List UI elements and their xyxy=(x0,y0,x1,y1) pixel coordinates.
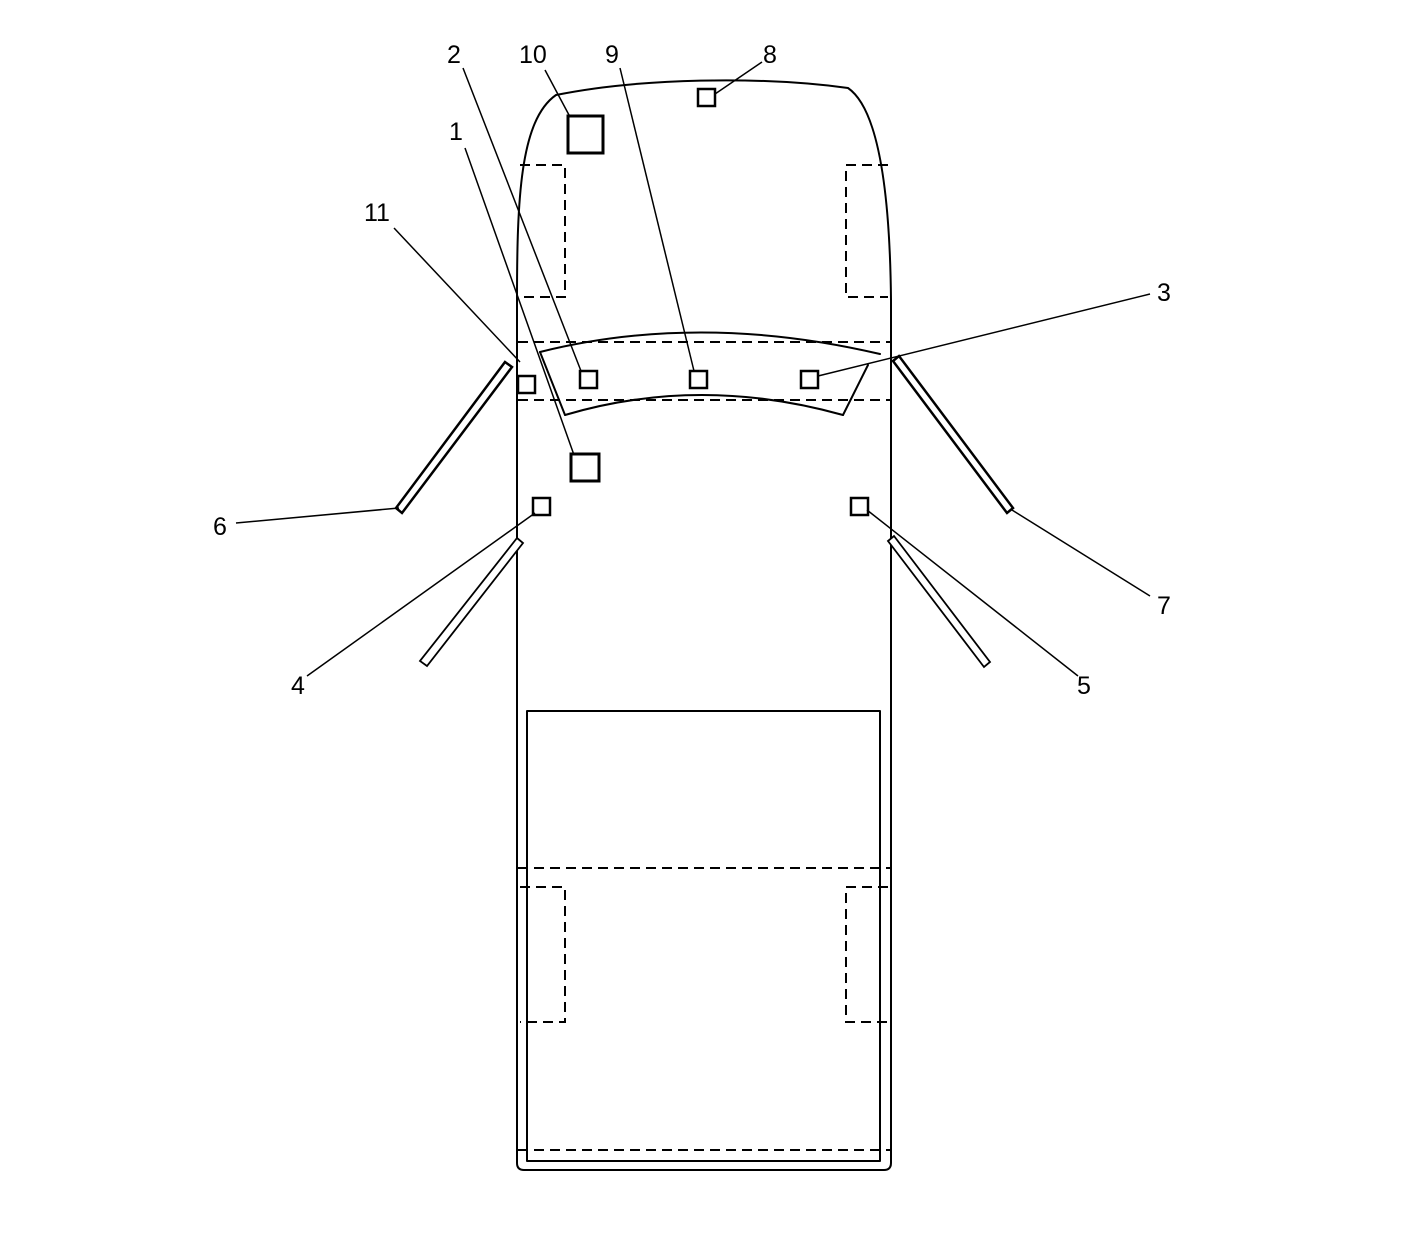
component-8 xyxy=(696,87,717,108)
front-left-door xyxy=(394,360,514,515)
callout-labels: 10 2 9 8 1 11 3 6 7 4 5 xyxy=(213,41,1171,700)
component-1 xyxy=(569,452,601,483)
callout-7: 7 xyxy=(1157,592,1171,620)
windshield-right-pillar xyxy=(842,364,869,416)
callout-6: 6 xyxy=(213,513,227,541)
cargo-bed xyxy=(526,710,881,1162)
vehicle-body xyxy=(516,79,892,1171)
leader-5 xyxy=(866,509,1079,677)
component-9 xyxy=(688,369,709,390)
component-11 xyxy=(516,374,537,395)
components xyxy=(516,87,870,517)
callout-10: 10 xyxy=(519,41,547,69)
leader-9 xyxy=(619,67,695,372)
front-left-wheel-well xyxy=(520,164,566,298)
rear-right-door xyxy=(886,534,992,669)
callout-9: 9 xyxy=(605,41,619,69)
callout-2: 2 xyxy=(447,41,461,69)
hood-and-body-outline xyxy=(516,79,892,1171)
callout-4: 4 xyxy=(291,672,305,700)
leader-lines xyxy=(235,61,1151,677)
leader-3 xyxy=(817,293,1151,377)
front-right-door xyxy=(891,354,1015,515)
leader-7 xyxy=(1011,509,1151,597)
doors xyxy=(394,354,1015,669)
leader-11 xyxy=(393,227,521,363)
callout-8: 8 xyxy=(763,41,777,69)
leader-4 xyxy=(306,512,536,677)
component-4 xyxy=(531,496,552,517)
callout-3: 3 xyxy=(1157,279,1171,307)
windshield-left-pillar xyxy=(539,351,566,416)
leader-6 xyxy=(235,507,400,524)
leader-8 xyxy=(714,61,763,95)
component-10 xyxy=(566,114,605,155)
callout-11: 11 xyxy=(364,199,390,227)
front-right-wheel-well xyxy=(845,164,888,298)
rear-left-wheel-well xyxy=(520,886,566,1023)
leader-1 xyxy=(464,147,575,456)
component-2 xyxy=(578,369,599,390)
windshield-bottom-edge xyxy=(564,394,844,416)
rear-right-wheel-well xyxy=(845,886,888,1023)
leader-2 xyxy=(462,67,582,372)
callout-5: 5 xyxy=(1077,672,1091,700)
windshield-top-edge xyxy=(539,331,881,355)
leader-10 xyxy=(544,69,570,116)
component-3 xyxy=(799,369,820,390)
component-5 xyxy=(849,496,870,517)
rear-left-door xyxy=(418,536,525,668)
callout-1: 1 xyxy=(449,118,463,146)
